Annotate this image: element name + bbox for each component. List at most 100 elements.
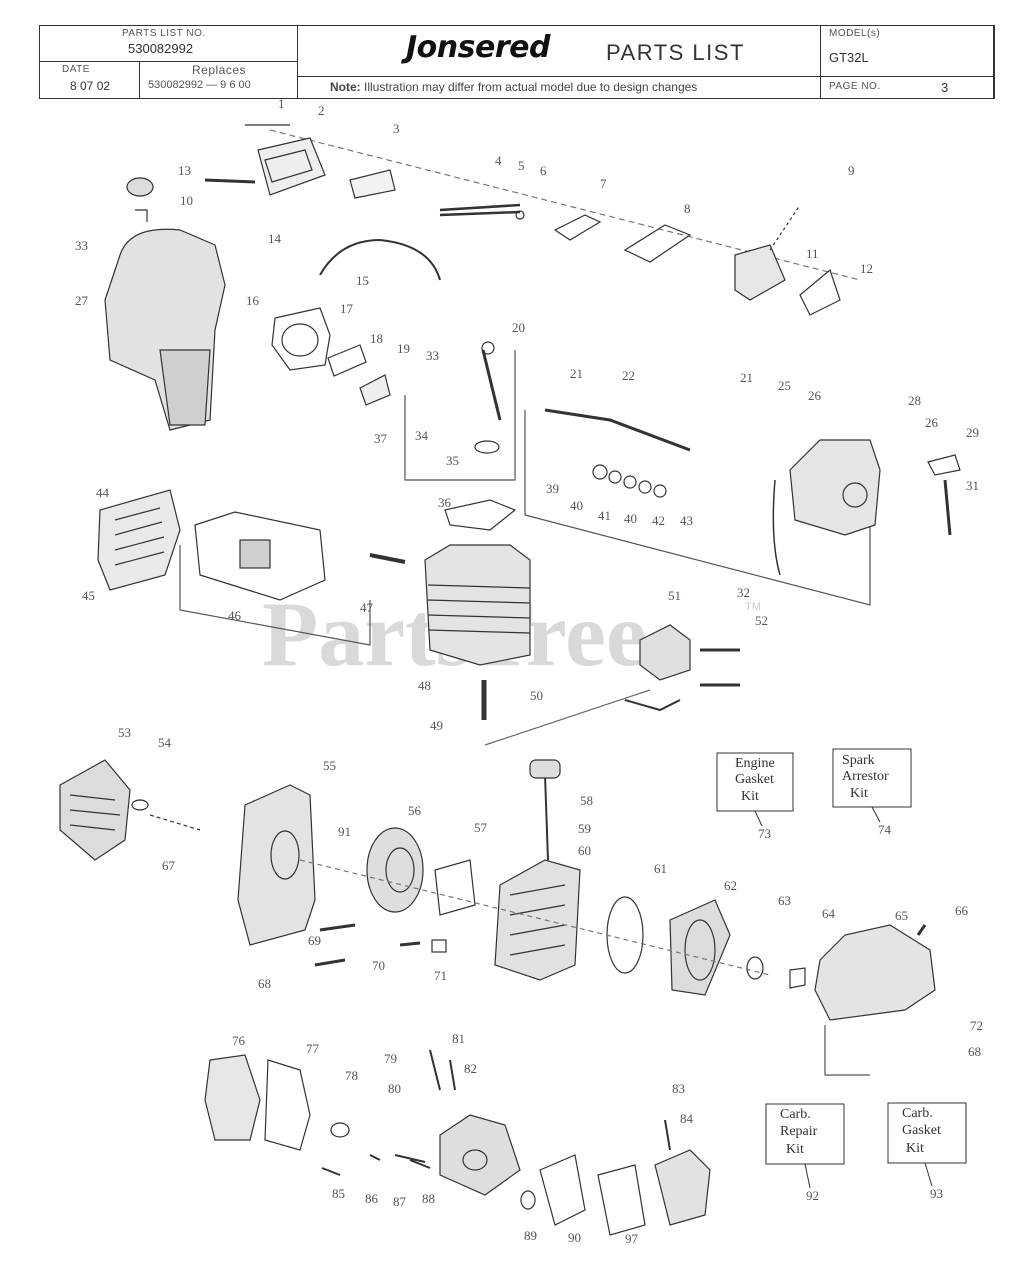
piston-ring-35 bbox=[474, 440, 500, 454]
part-callout-56: 56 bbox=[408, 803, 422, 818]
kit-boxes: Engine Gasket Kit 73 Spark Arrestor Kit … bbox=[716, 748, 967, 1203]
part-callout-32: 32 bbox=[737, 585, 750, 600]
gasket-97 bbox=[597, 1164, 646, 1236]
part-callout-21: 21 bbox=[570, 366, 583, 381]
clutch-cover-65 bbox=[814, 924, 936, 1021]
connecting-rod-20 bbox=[481, 349, 502, 421]
part-callout-46: 46 bbox=[228, 608, 242, 623]
part-callout-70: 70 bbox=[372, 958, 385, 973]
parts-list-no-cell: PARTS LIST NO. 530082992 bbox=[40, 26, 298, 62]
part-callout-78: 78 bbox=[345, 1068, 358, 1083]
part-callout-9: 9 bbox=[848, 163, 855, 178]
part-callout-83: 83 bbox=[672, 1081, 685, 1096]
replaces-label: Replaces bbox=[192, 63, 247, 77]
note-prefix: Note: bbox=[330, 80, 361, 94]
carb-repair-kit-line-3: Kit bbox=[786, 1142, 804, 1157]
part-callout-67: 67 bbox=[162, 858, 176, 873]
carb-gasket-kit-box bbox=[887, 1102, 967, 1164]
part-callout-47: 47 bbox=[360, 600, 374, 615]
page-title: PARTS LIST bbox=[606, 40, 745, 65]
part-callout-60: 60 bbox=[578, 843, 591, 858]
part-callout-19: 19 bbox=[397, 341, 410, 356]
screw-66 bbox=[916, 924, 927, 936]
spark-arrestor-kit-line-2: Arrestor bbox=[842, 769, 889, 784]
note-text: Illustration may differ from actual mode… bbox=[364, 80, 698, 94]
pulley-56 bbox=[366, 827, 424, 913]
part-callout-90: 90 bbox=[568, 1230, 581, 1245]
bracket-7 bbox=[553, 214, 602, 241]
part-callout-12: 12 bbox=[860, 261, 873, 276]
part-71 bbox=[431, 939, 447, 953]
part-callout-42: 42 bbox=[652, 513, 665, 528]
part-callout-40: 40 bbox=[570, 498, 583, 513]
engine-gasket-kit-line-3: Kit bbox=[741, 789, 759, 804]
header-table: PARTS LIST NO. 530082992 DATE 8 07 02 Re… bbox=[39, 25, 995, 99]
filter-cover-45 bbox=[97, 489, 181, 591]
part-callout-28: 28 bbox=[908, 393, 921, 408]
screw-70 bbox=[399, 941, 421, 947]
date-value: 8 07 02 bbox=[70, 79, 111, 93]
part-callout-4: 4 bbox=[495, 153, 502, 168]
date-cell: DATE 8 07 02 bbox=[40, 62, 140, 98]
cover-plate bbox=[654, 1149, 711, 1226]
part-callout-88: 88 bbox=[422, 1191, 435, 1206]
carb-gasket-kit-line-1: Carb. bbox=[902, 1106, 933, 1121]
part-callout-82: 82 bbox=[464, 1061, 477, 1076]
part-callout-49: 49 bbox=[430, 718, 443, 733]
screw-68 bbox=[314, 958, 346, 967]
part-callout-21: 21 bbox=[740, 370, 753, 385]
plate-8 bbox=[623, 224, 692, 263]
part-callout-10: 10 bbox=[180, 193, 193, 208]
disc-61 bbox=[606, 896, 644, 974]
brand-cell: Jonsered PARTS LIST bbox=[298, 26, 821, 77]
diaphragm-90 bbox=[539, 1154, 586, 1226]
replaces-value: 530082992 — 9 6 00 bbox=[148, 79, 251, 91]
part-callout-52: 52 bbox=[755, 613, 768, 628]
crankcase-28 bbox=[789, 439, 881, 536]
filter-46 bbox=[194, 511, 326, 601]
part-callout-16: 16 bbox=[246, 293, 260, 308]
part-drawings bbox=[59, 124, 961, 1236]
part-callout-33: 33 bbox=[75, 238, 88, 253]
part-callout-48: 48 bbox=[418, 678, 431, 693]
part-callout-27: 27 bbox=[75, 293, 89, 308]
clip-10 bbox=[135, 209, 148, 222]
part-callout-68: 68 bbox=[258, 976, 271, 991]
part-callout-91: 91 bbox=[338, 824, 351, 839]
carb-repair-kit-line-1: Carb. bbox=[780, 1107, 811, 1122]
carb-repair-kit-line-2: Repair bbox=[780, 1124, 818, 1139]
cap-13 bbox=[126, 177, 154, 197]
crankshaft-21 bbox=[544, 408, 691, 452]
part-callout-26: 26 bbox=[925, 415, 939, 430]
part-29 bbox=[927, 454, 961, 476]
part-89 bbox=[520, 1190, 536, 1210]
part-callout-33: 33 bbox=[426, 348, 439, 363]
washer-63 bbox=[746, 956, 764, 980]
part-callout-80: 80 bbox=[388, 1081, 401, 1096]
spark-arrestor-kit-line-3: Kit bbox=[850, 786, 868, 801]
spring-9 bbox=[769, 204, 801, 251]
page-label: PAGE NO. bbox=[829, 81, 881, 92]
part-callout-45: 45 bbox=[82, 588, 95, 603]
part-callout-43: 43 bbox=[680, 513, 693, 528]
part-callout-3: 3 bbox=[393, 121, 400, 136]
part-callout-57: 57 bbox=[474, 820, 488, 835]
part-callout-69: 69 bbox=[308, 933, 321, 948]
part-callout-68: 68 bbox=[968, 1044, 981, 1059]
part-callout-7: 7 bbox=[600, 176, 607, 191]
part-callout-55: 55 bbox=[323, 758, 336, 773]
watermark-tm: TM bbox=[745, 601, 761, 613]
ignition-module-51 bbox=[639, 624, 691, 681]
note-cell: Note: Illustration may differ from actua… bbox=[298, 77, 821, 98]
engine-gasket-kit-line-2: Gasket bbox=[735, 772, 774, 787]
muffler-11 bbox=[734, 244, 786, 301]
part-callout-11: 11 bbox=[806, 246, 819, 261]
plate-19 bbox=[359, 374, 391, 406]
carb-repair-kit-no: 92 bbox=[806, 1188, 819, 1203]
date-label: DATE bbox=[62, 64, 90, 75]
part-callout-85: 85 bbox=[332, 1186, 345, 1201]
bracket-3 bbox=[349, 169, 396, 199]
shield-12 bbox=[799, 268, 841, 316]
gasket-77 bbox=[264, 1059, 311, 1151]
part-callout-25: 25 bbox=[778, 378, 791, 393]
